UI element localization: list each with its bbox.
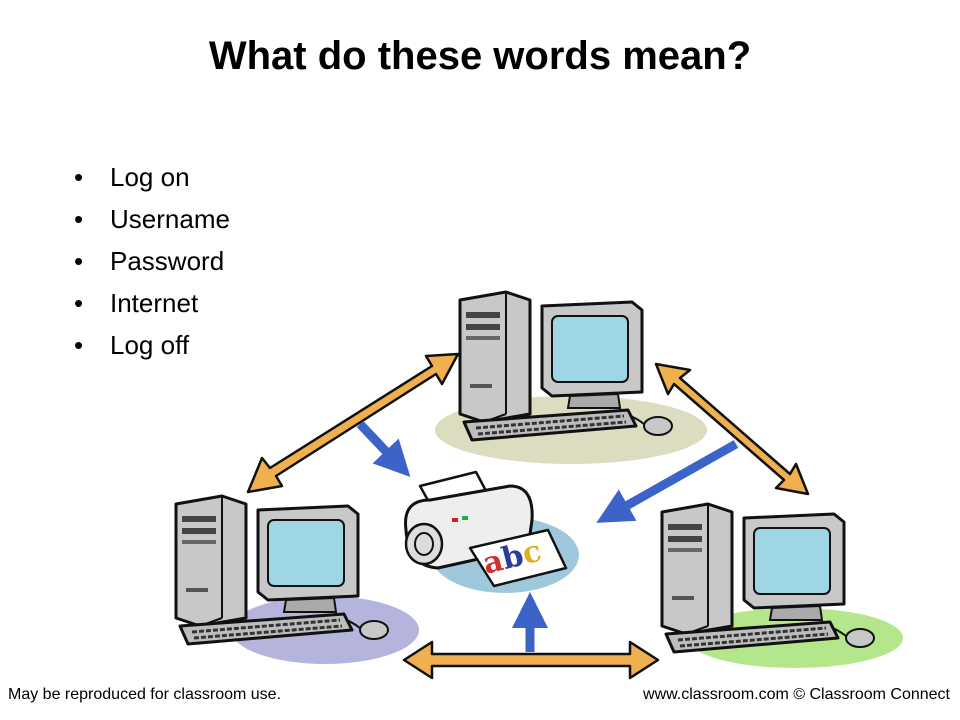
bullet-item: •Internet (74, 282, 230, 324)
arrow-left-top (246, 352, 460, 494)
footer-right: www.classroom.com © Classroom Connect (643, 686, 950, 703)
bullet-item: •Username (74, 198, 230, 240)
bullet-item: •Log off (74, 324, 230, 366)
printer-label: abc (479, 534, 544, 582)
arrow-right-top (654, 362, 810, 496)
bullet-text: Log off (110, 330, 190, 360)
bullet-text: Username (110, 204, 230, 234)
bullet-item: •Password (74, 240, 230, 282)
bullet-text: Password (110, 246, 225, 276)
footer-left: May be reproduced for classroom use. (8, 686, 282, 703)
bullet-item: •Log on (74, 156, 230, 198)
slide-title: What do these words mean? (208, 34, 752, 78)
printer-icon: abc (404, 470, 568, 588)
arrow-bottom (402, 640, 660, 680)
arrow-to-printer-left (356, 420, 411, 478)
bullet-text: Internet (110, 288, 199, 318)
bullet-list: •Log on •Username •Password •Internet •L… (74, 156, 230, 366)
arrow-to-printer-right (596, 440, 739, 523)
bullet-text: Log on (110, 162, 190, 192)
